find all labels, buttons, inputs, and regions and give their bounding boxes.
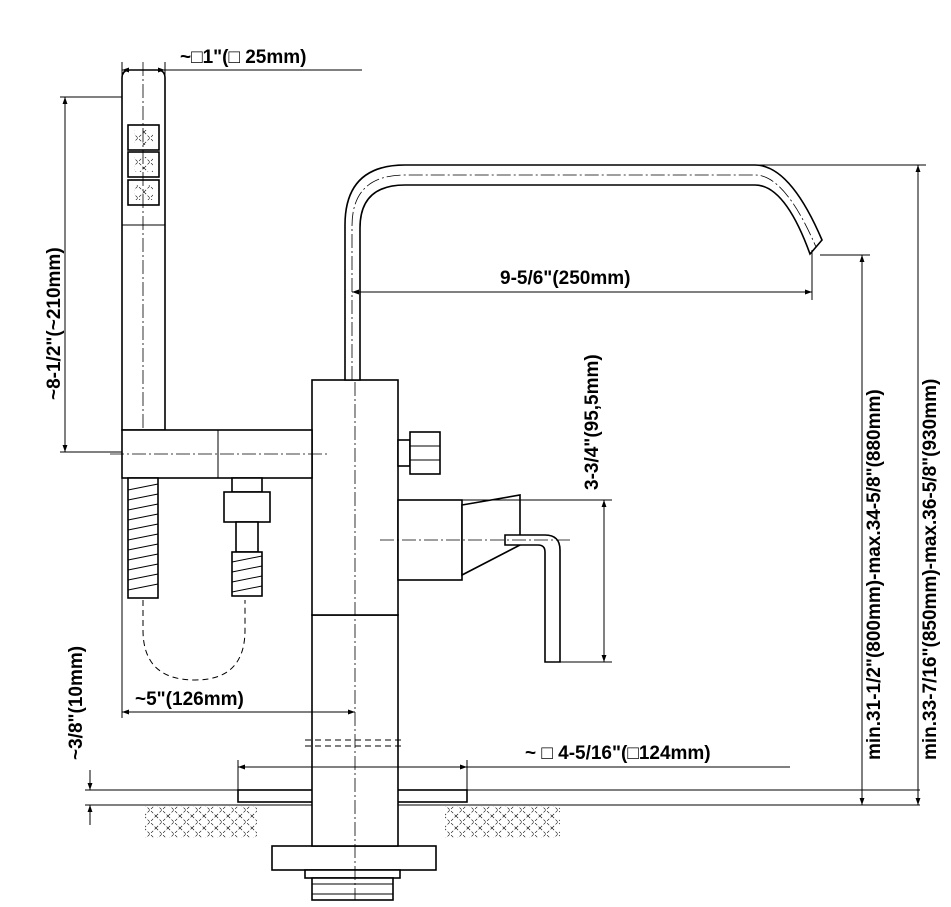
dim-base-plate: ~ □ 4-5/16"(□124mm) — [237, 743, 790, 790]
hoses — [127, 477, 271, 681]
dim-hose-offset: ~5"(126mm) — [121, 478, 355, 718]
dim-handle-height: 3-3/4"(95,5mm) — [462, 354, 612, 663]
label-floor-thickness: ~3/8"(10mm) — [66, 646, 87, 760]
floor — [85, 789, 920, 838]
shower-holder — [110, 429, 330, 479]
dim-handshower-length: ~8-1/2"(~210mm) — [44, 96, 122, 453]
label-base-plate: ~ □ 4-5/16"(□124mm) — [525, 743, 711, 764]
label-overall-height: min.33-7/16"(850mm)-max.36-5/8"(930mm) — [920, 379, 941, 760]
mixer-handle — [380, 494, 570, 663]
mixer-body — [305, 360, 405, 900]
label-handle-height: 3-3/4"(95,5mm) — [582, 354, 603, 490]
label-handshower-length: ~8-1/2"(~210mm) — [44, 247, 65, 400]
diverter-knob — [397, 431, 441, 475]
dim-handshower-width: ~□1"(□ 25mm) — [121, 47, 362, 75]
dim-spout-reach: 9-5/6"(250mm) — [352, 250, 813, 300]
label-handshower-width: ~□1"(□ 25mm) — [180, 47, 306, 68]
label-outlet-height: min.31-1/2"(800mm)-max.34-5/8"(880mm) — [864, 389, 885, 760]
dim-overall-height: min.33-7/16"(850mm)-max.36-5/8"(930mm) — [755, 164, 941, 805]
dim-outlet-height: min.31-1/2"(800mm)-max.34-5/8"(880mm) — [820, 254, 885, 805]
dim-floor-thickness: ~3/8"(10mm) — [66, 646, 93, 825]
label-hose-offset: ~5"(126mm) — [135, 689, 244, 710]
label-spout-reach: 9-5/6"(250mm) — [500, 268, 630, 289]
spout — [344, 164, 823, 381]
hand-shower — [121, 62, 166, 480]
